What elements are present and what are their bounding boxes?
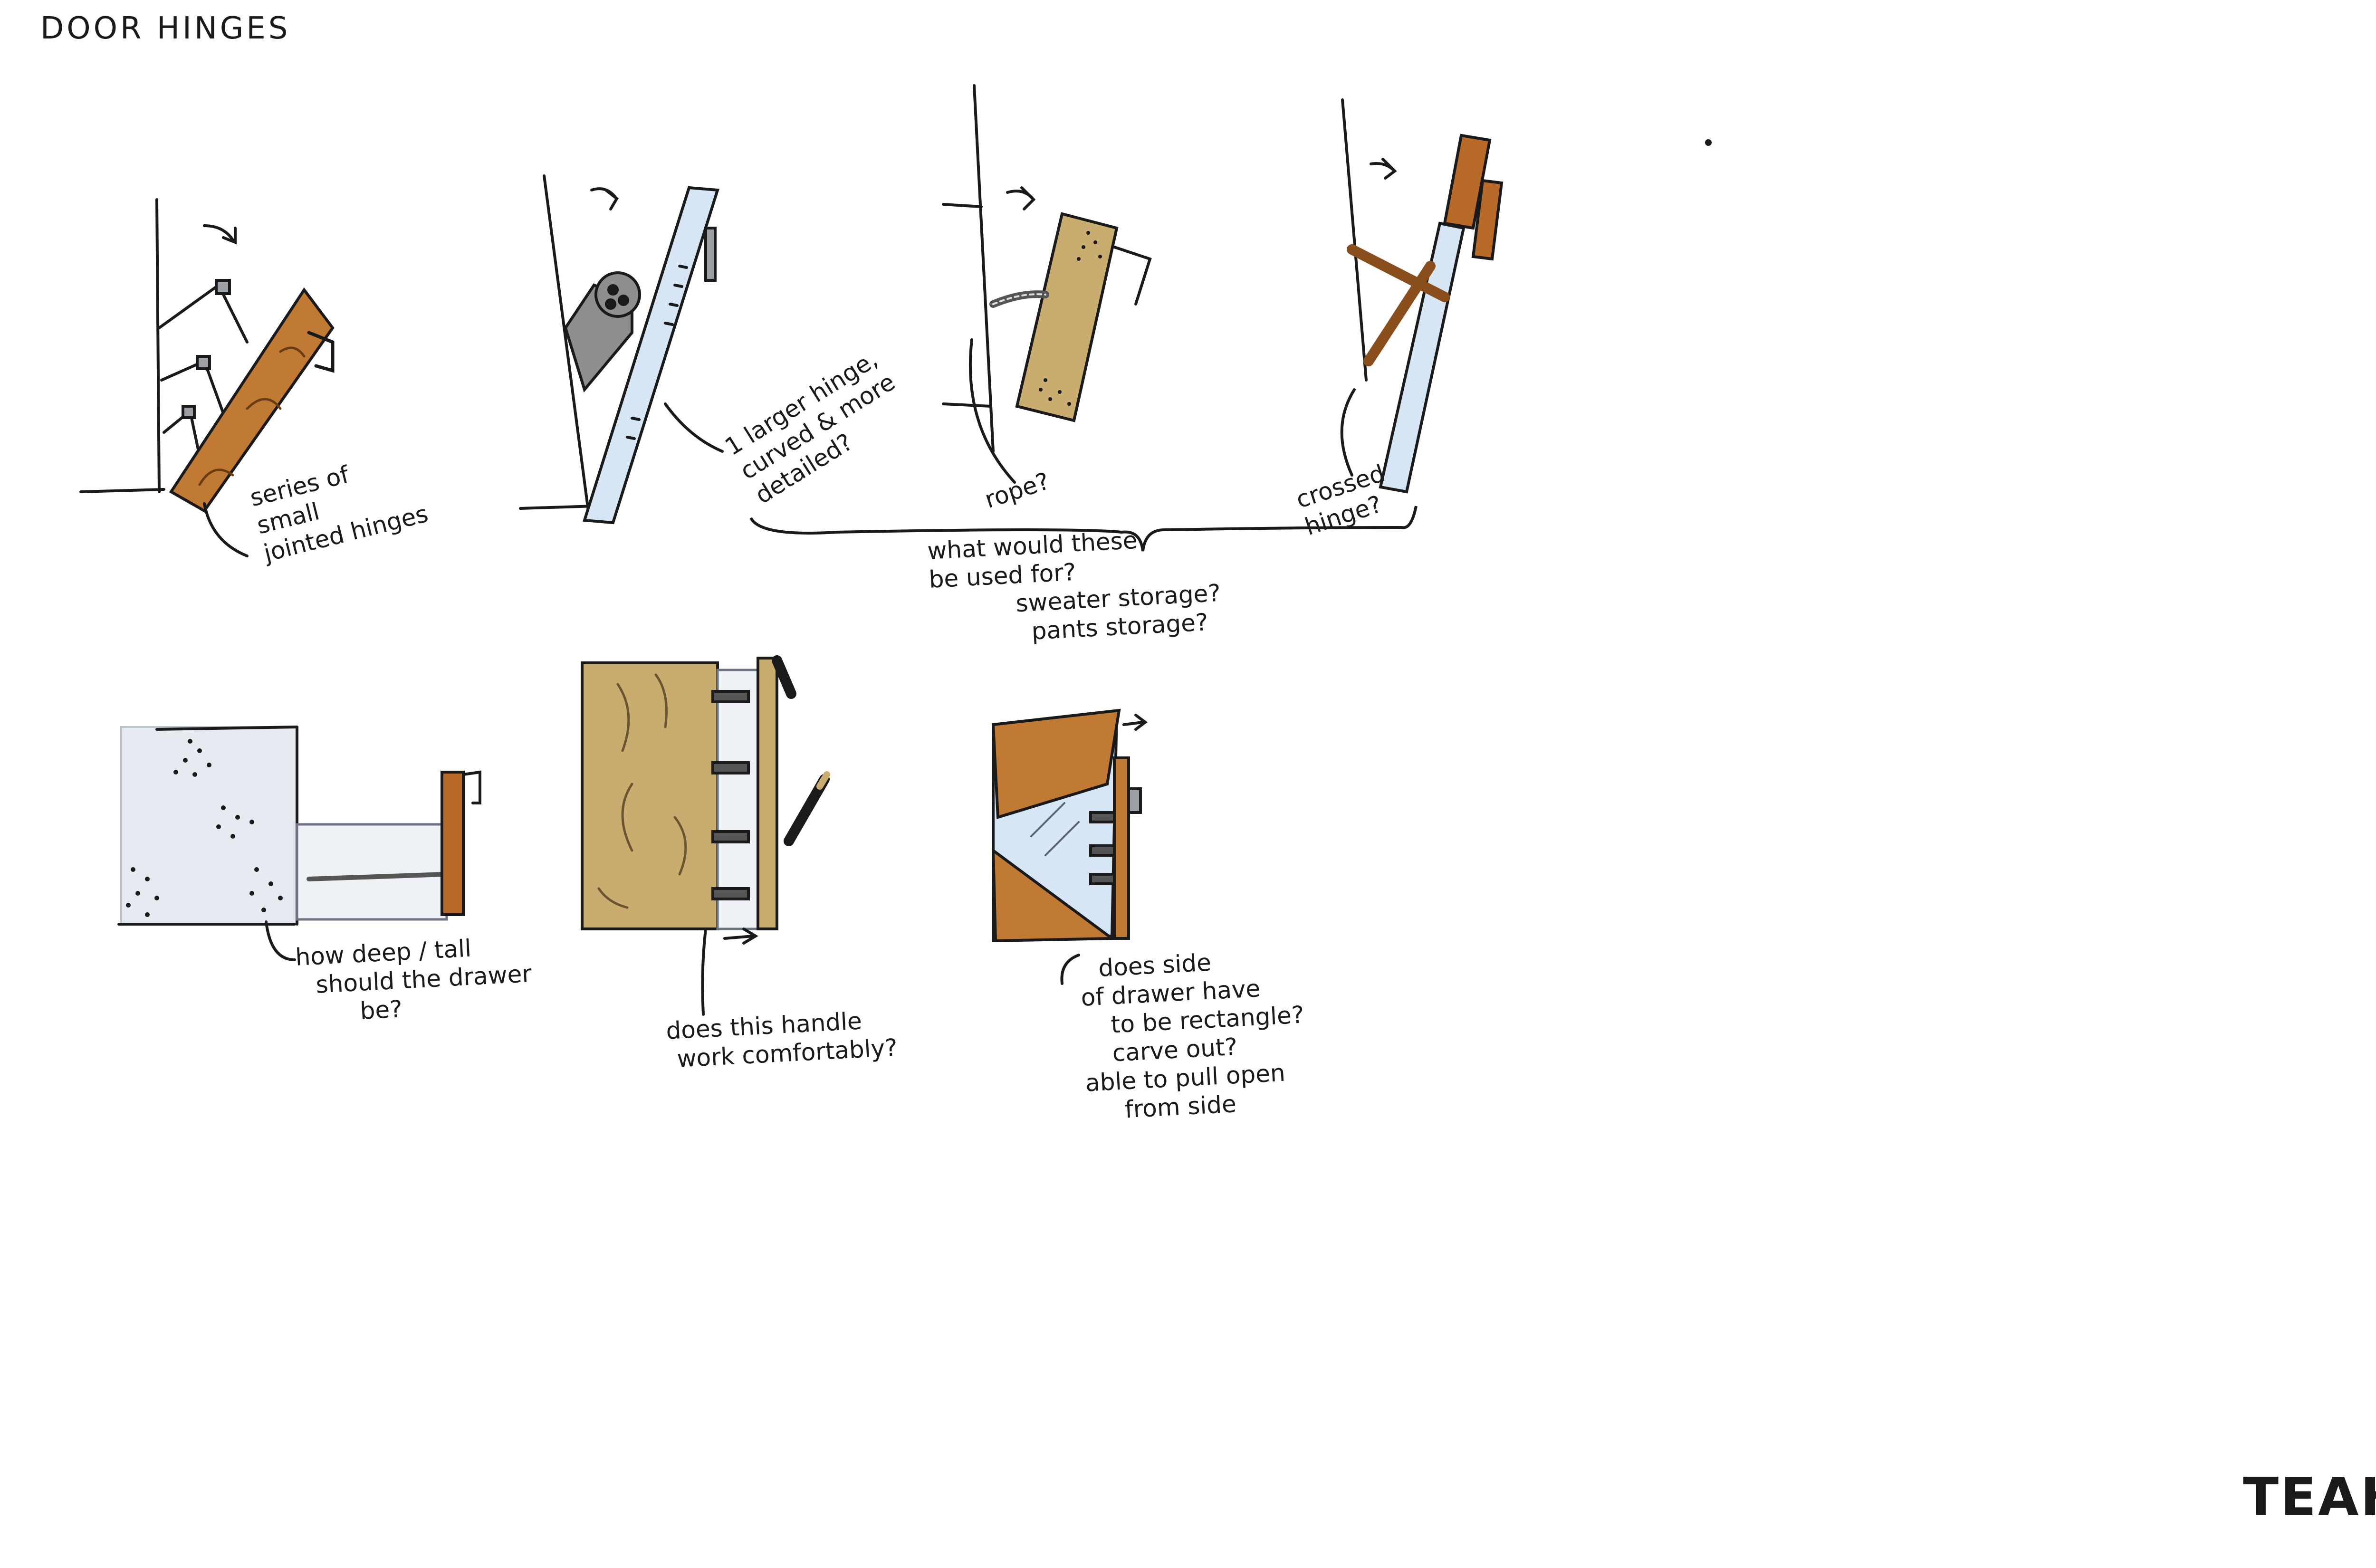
stray-ink-dot: [1705, 139, 1712, 146]
sheet-title: DOOR HINGES: [40, 14, 290, 43]
note-usage-question: what would these be used for? sweater st…: [927, 522, 1223, 651]
note-drawer-depth: how deep / tall should the drawer be?: [295, 931, 534, 1029]
note-drawer-handle: does this handle work comfortably?: [665, 1005, 898, 1074]
note-drawer-side: does side of drawer have to be rectangle…: [1079, 944, 1309, 1126]
artist-signature: TEAH: [2243, 1482, 2376, 1511]
